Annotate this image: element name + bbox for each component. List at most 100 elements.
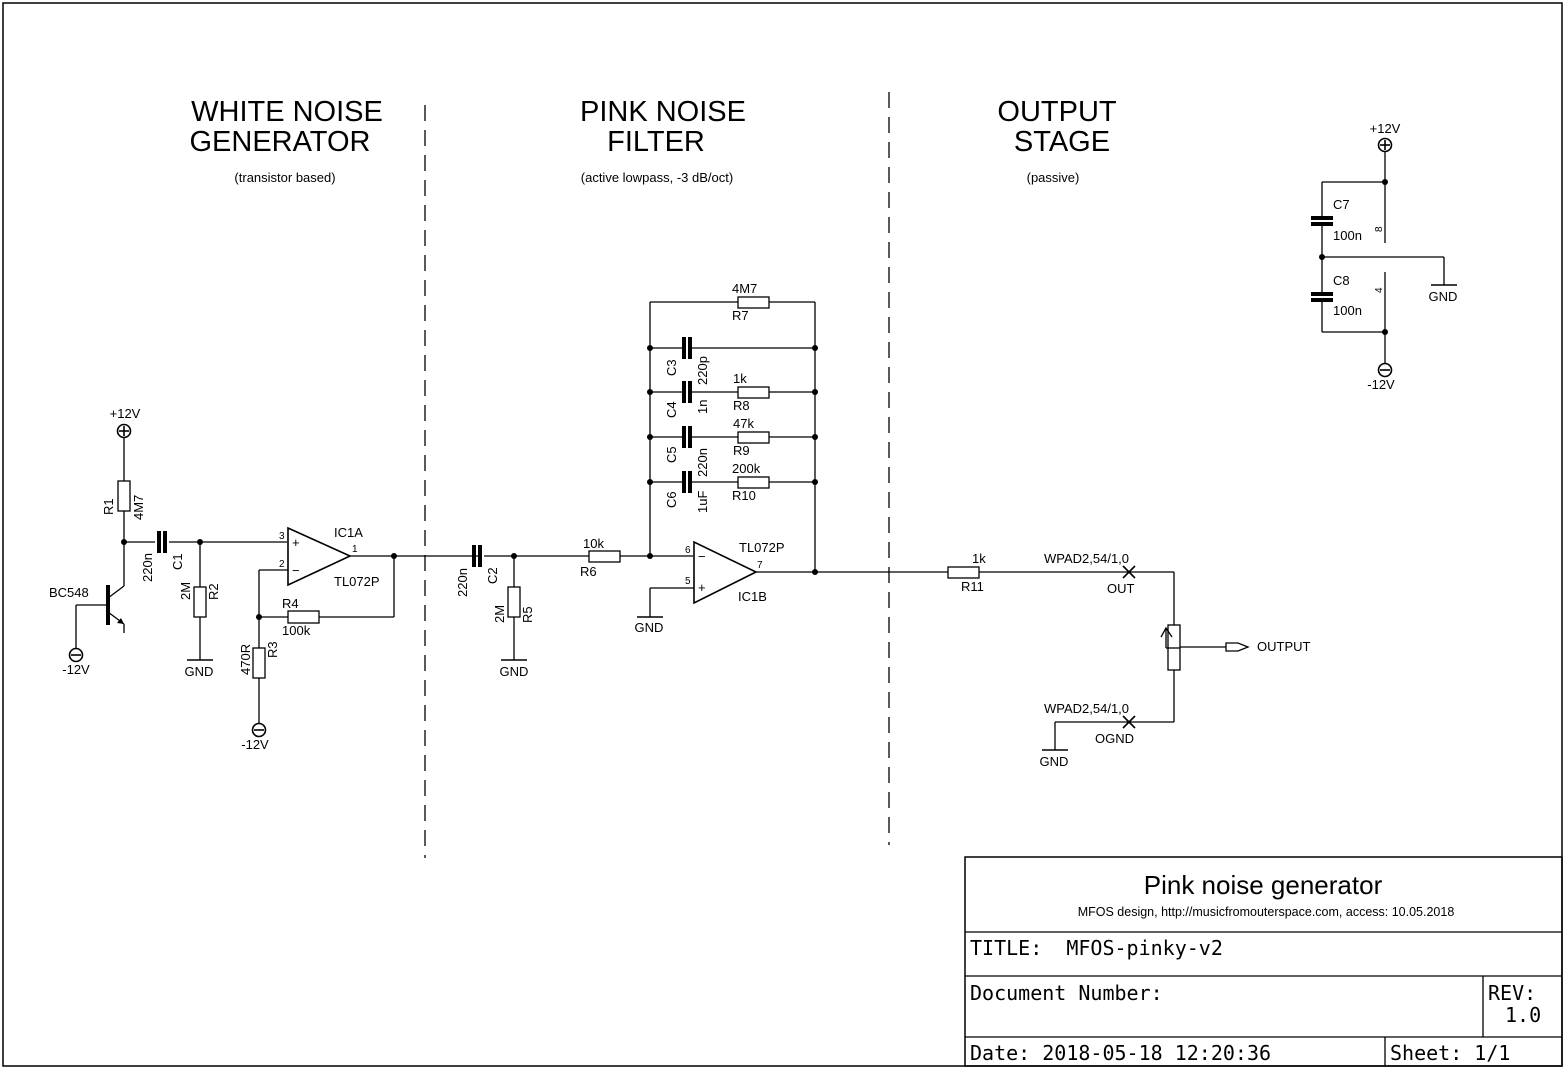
r4-value: 100k [282,623,311,638]
ic-pin4-label: 4 [1374,287,1385,293]
c4-ref: C4 [664,401,679,418]
gnd-label-output: GND [1040,754,1069,769]
c8-value: 100n [1333,303,1362,318]
r1-value: 4M7 [131,495,146,520]
supply-pos-icon [116,423,132,439]
ic1b-ref: IC1B [738,589,767,604]
r5-ref: R5 [520,606,535,623]
r6-ref: R6 [580,564,597,579]
gnd-label-r2: GND [185,664,214,679]
c3-value: 220p [695,356,710,385]
pad-out-name: OUT [1107,581,1135,596]
c3-ref: C3 [664,359,679,376]
r7-value: 4M7 [732,281,757,296]
title-block-date: Date: 2018-05-18 12:20:36 [970,1041,1271,1065]
resistor-r2 [193,586,207,618]
supply-pos-label: +12V [110,406,141,421]
c8-ref: C8 [1333,273,1350,288]
supply-neg-label-ic: -12V [1367,377,1395,392]
opamp-ic1b [693,540,758,605]
r3-value: 470R [238,644,253,675]
supply-pos-icon-ic [1377,137,1393,153]
ic1a-ref: IC1A [334,525,363,540]
r10-value: 200k [732,461,761,476]
ic1b-minus: − [698,549,706,564]
ic1b-pin5: 5 [685,576,691,587]
title-block [964,856,1563,1067]
output-port-arrow-icon [1225,642,1250,652]
white-noise-heading-1: WHITE NOISE [191,96,383,128]
ic1a-plus: + [292,535,300,550]
pink-noise-subtitle: (active lowpass, -3 dB/oct) [581,170,733,185]
resistor-r1 [117,480,131,512]
supply-neg-label-r3: -12V [241,737,269,752]
pad-ognd-name: OGND [1095,731,1134,746]
output-stage-heading-2: STAGE [1014,126,1110,158]
pad-ognd-type: WPAD2,54/1,0 [1044,701,1129,716]
pad-out-type: WPAD2,54/1,0 [1044,551,1129,566]
ic1a-part: TL072P [334,574,380,589]
r4-ref: R4 [282,596,299,611]
ic1b-plus: + [698,580,706,595]
r7-ref: R7 [732,308,749,323]
ic1a-pin3: 3 [279,531,285,542]
ic1a-pin2: 2 [279,559,285,570]
title-block-sheet: Sheet: 1/1 [1390,1041,1510,1065]
ic1b-pin6: 6 [685,545,691,556]
output-port-label: OUTPUT [1257,639,1311,654]
opamp-ic1a [287,526,352,587]
title-block-title: TITLE: MFOS-pinky-v2 [970,936,1223,960]
r8-ref: R8 [733,398,750,413]
r3-ref: R3 [265,641,280,658]
resistor-r10 [737,476,770,489]
ic1b-part: TL072P [739,540,785,555]
resistor-r3 [252,647,266,679]
white-noise-subtitle: (transistor based) [234,170,335,185]
supply-neg-icon-ic [1377,362,1393,378]
supply-neg-icon-r3 [251,722,267,738]
r11-value: 1k [972,551,986,566]
r9-value: 47k [733,416,754,431]
supply-neg-icon-q1 [68,647,84,663]
c1-ref: C1 [170,553,185,570]
resistor-r11 [947,566,980,579]
r5-value: 2M [492,605,507,623]
white-noise-heading-2: GENERATOR [189,126,370,158]
r2-value: 2M [178,582,193,600]
resistor-r5 [507,586,521,618]
r2-ref: R2 [206,583,221,600]
gnd-label-r5: GND [500,664,529,679]
ic-pin8-label: 8 [1374,226,1385,232]
c1-value: 220n [140,553,155,582]
ic1a-minus: − [292,563,300,578]
title-block-credit: MFOS design, http://musicfromouterspace.… [1078,905,1455,919]
output-stage-subtitle: (passive) [1027,170,1080,185]
gnd-label-ic1b: GND [635,620,664,635]
resistor-r8 [737,386,770,399]
c6-value: 1uF [695,491,710,513]
pad-out-marker-icon [1122,565,1136,579]
r10-ref: R10 [732,488,756,503]
c6-ref: C6 [664,491,679,508]
c7-ref: C7 [1333,197,1350,212]
title-block-name: Pink noise generator [1144,870,1383,900]
c5-value: 220n [695,448,710,477]
r6-value: 10k [583,536,604,551]
ic1a-pin1: 1 [352,544,358,555]
output-stage-heading-1: OUTPUT [997,96,1117,128]
c2-ref: C2 [485,567,500,584]
supply-neg-label-q1: -12V [62,662,90,677]
gnd-label-ic: GND [1429,289,1458,304]
c4-value: 1n [695,400,710,414]
resistor-r7 [737,296,770,309]
r1-ref: R1 [101,498,116,515]
resistor-r6 [588,550,621,563]
c7-value: 100n [1333,228,1362,243]
title-block-rev-value: 1.0 [1505,1003,1541,1027]
title-block-doc-number: Document Number: [970,981,1163,1005]
pink-noise-heading-2: FILTER [607,126,705,158]
c5-ref: C5 [664,446,679,463]
title-block-rev-label: REV: [1488,981,1536,1005]
